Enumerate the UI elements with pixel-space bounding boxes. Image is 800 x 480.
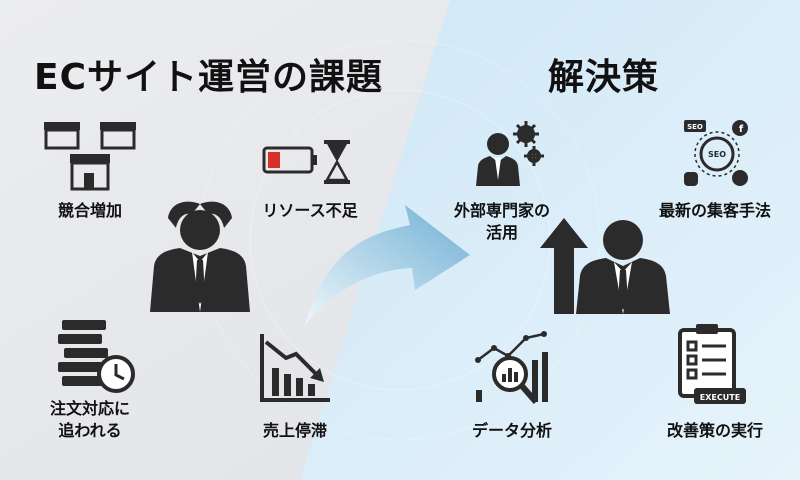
execute-checklist-icon: EXECUTE	[678, 324, 746, 404]
stressed-businessman-icon	[150, 201, 250, 312]
seo-social-icon: SEO SEO f	[684, 120, 748, 186]
label-sales-stagnation: 売上停滞	[262, 421, 327, 440]
battery-hourglass-icon	[262, 140, 350, 184]
stores-icon	[44, 122, 136, 191]
label-external-experts: 外部専門家の 活用	[432, 200, 572, 244]
data-analysis-icon	[475, 331, 548, 404]
label-resource-shortage: リソース不足	[262, 201, 358, 220]
expert-gears-icon	[476, 121, 544, 186]
label-order-handling-line2: 追われる	[58, 421, 122, 440]
seo-badge-text: SEO	[687, 123, 703, 131]
label-external-experts-line2: 活用	[485, 223, 518, 242]
transition-arrow	[305, 205, 470, 325]
seo-center-text: SEO	[708, 150, 726, 159]
confident-businessman-icon	[576, 220, 670, 314]
money-stack-clock-icon	[58, 320, 135, 393]
label-execute-improvements: 改善策の実行	[666, 421, 763, 440]
left-title: ECサイト運営の課題	[34, 57, 384, 98]
label-data-analysis: データ分析	[471, 421, 552, 440]
declining-chart-icon	[260, 334, 330, 402]
label-competition: 競合増加	[57, 201, 122, 220]
label-latest-marketing: 最新の集客手法	[658, 201, 771, 220]
svg-text:f: f	[739, 124, 744, 135]
up-arrow-icon	[540, 218, 588, 314]
label-order-handling: 注文対応に 追われる	[30, 398, 150, 442]
label-external-experts-line1: 外部専門家の	[453, 201, 550, 220]
right-title: 解決策	[548, 57, 660, 98]
execute-badge-text: EXECUTE	[700, 393, 740, 402]
label-order-handling-line1: 注文対応に	[49, 399, 130, 418]
